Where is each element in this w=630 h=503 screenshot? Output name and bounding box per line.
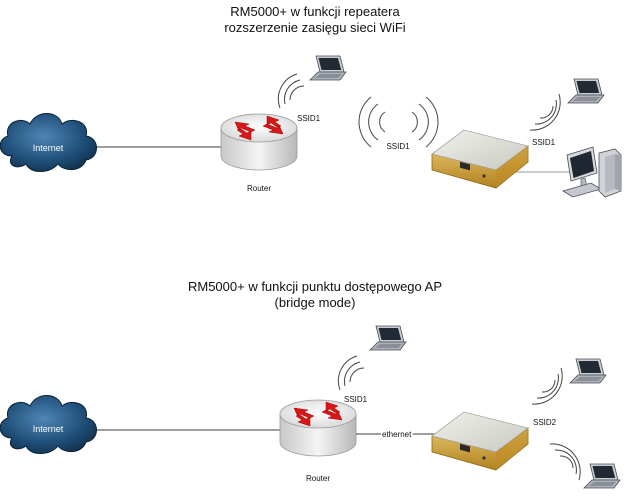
bridge-title: RM5000+ w funkcji punktu dostępowego AP …	[0, 279, 630, 311]
laptop-icon	[369, 325, 407, 351]
rm5000-repeater-device-icon	[431, 129, 529, 189]
ssid-router-label: SSID1	[297, 114, 321, 123]
router-icon	[279, 399, 357, 457]
wifi-waves-icon	[549, 443, 581, 481]
ethernet-label: ethernet	[382, 430, 412, 439]
repeater-title: RM5000+ w funkcji repeatera rozszerzenie…	[0, 4, 630, 36]
laptop-icon	[567, 78, 605, 104]
wifi-waves-icon	[337, 355, 365, 391]
rm5000-ap-device-icon	[431, 411, 529, 471]
repeater-title-line2: rozszerzenie zasięgu sieci WiFi	[224, 20, 406, 35]
internet-label: Internet	[33, 424, 64, 434]
wifi-waves-icon	[277, 73, 305, 109]
bridge-title-line2: (bridge mode)	[274, 295, 356, 310]
laptop-icon	[583, 463, 621, 489]
wifi-waves-icon	[358, 96, 439, 148]
wifi-waves-icon	[529, 93, 561, 131]
ssid-router-label: SSID1	[344, 395, 368, 404]
laptop-icon	[309, 55, 347, 81]
laptop-icon	[569, 358, 607, 384]
repeater-title-line1: RM5000+ w funkcji repeatera	[230, 4, 400, 19]
desktop-pc-icon	[562, 146, 622, 198]
internet-label: Internet	[33, 143, 64, 153]
ssid-ap-label: SSID2	[533, 418, 557, 427]
router-label: Router	[247, 184, 271, 193]
ssid-repeater-rx-label: SSID1	[386, 142, 410, 151]
ssid-repeater-tx-label: SSID1	[532, 138, 556, 147]
router-icon	[220, 113, 298, 171]
router-label: Router	[306, 474, 330, 483]
bridge-title-line1: RM5000+ w funkcji punktu dostępowego AP	[187, 279, 443, 294]
wifi-waves-icon	[531, 367, 563, 405]
